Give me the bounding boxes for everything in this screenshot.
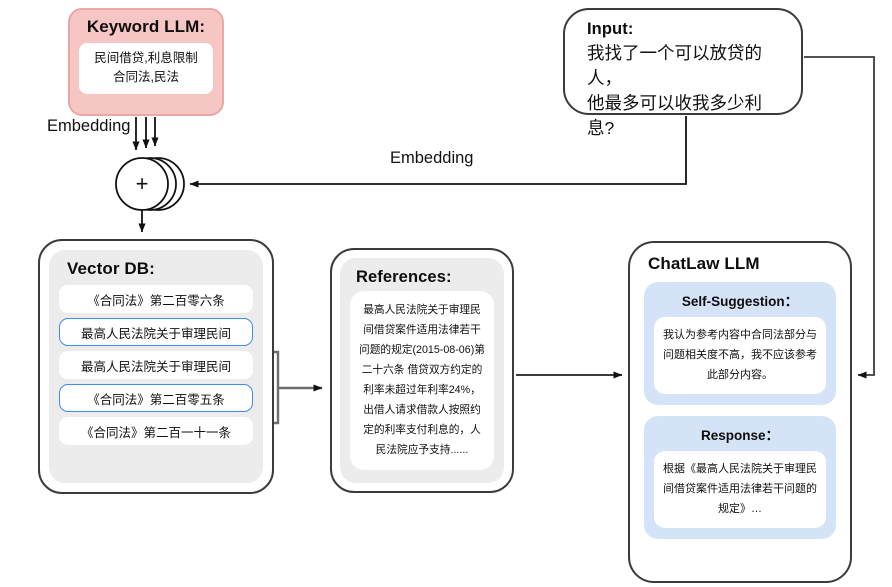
input-question: 我找了一个可以放贷的人， 他最多可以收我多少利息? <box>587 43 762 138</box>
input-node: Input: 我找了一个可以放贷的人， 他最多可以收我多少利息? <box>563 8 803 138</box>
vector-db-title: Vector DB: <box>67 259 155 278</box>
input-title: Input: <box>587 20 634 38</box>
vector-db-item[interactable]: 《合同法》第二百零五条 <box>59 384 253 412</box>
references-panel: References: 最高人民法院关于审理民间借贷案件适用法律若干问题的规定(… <box>340 258 504 483</box>
edge-label-embedding-left: Embedding <box>47 117 131 135</box>
self-suggestion-panel: Self-Suggestion： 我认为参考内容中合同法部分与问题相关度不高，我… <box>644 282 836 405</box>
vector-db-item[interactable]: 《合同法》第二百一十一条 <box>59 417 253 445</box>
vector-db-item[interactable]: 《合同法》第二百零六条 <box>59 285 253 313</box>
references-body: 最高人民法院关于审理民间借贷案件适用法律若干问题的规定(2015-08-06)第… <box>350 291 494 470</box>
vector-db-node: Vector DB: 《合同法》第二百零六条 最高人民法院关于审理民间 最高人民… <box>38 239 274 494</box>
vector-db-item[interactable]: 最高人民法院关于审理民间 <box>59 318 253 346</box>
keyword-llm-node: Keyword LLM: 民间借贷,利息限制 合同法,民法 <box>68 8 224 116</box>
chatlaw-llm-title: ChatLaw LLM <box>648 254 760 273</box>
references-title: References: <box>356 268 452 286</box>
chatlaw-llm-node: ChatLaw LLM Self-Suggestion： 我认为参考内容中合同法… <box>628 241 852 583</box>
references-node: References: 最高人民法院关于审理民间借贷案件适用法律若干问题的规定(… <box>330 248 514 493</box>
edge-label-embedding-right: Embedding <box>390 149 474 167</box>
vector-db-panel: Vector DB: 《合同法》第二百零六条 最高人民法院关于审理民间 最高人民… <box>49 250 263 483</box>
vector-db-item[interactable]: 最高人民法院关于审理民间 <box>59 351 253 379</box>
combine-plus-symbol: + <box>135 171 149 196</box>
self-suggestion-body: 我认为参考内容中合同法部分与问题相关度不高，我不应该参考此部分内容。 <box>654 317 826 394</box>
response-title: Response： <box>700 428 780 443</box>
self-suggestion-title: Self-Suggestion： <box>681 294 799 309</box>
response-panel: Response： 根据《最高人民法院关于审理民间借贷案件适用法律若干问题的规定… <box>644 416 836 539</box>
response-body: 根据《最高人民法院关于审理民间借贷案件适用法律若干问题的规定》… <box>654 451 826 528</box>
keyword-llm-title: Keyword LLM: <box>86 17 206 36</box>
keyword-llm-keywords: 民间借贷,利息限制 合同法,民法 <box>79 43 213 94</box>
